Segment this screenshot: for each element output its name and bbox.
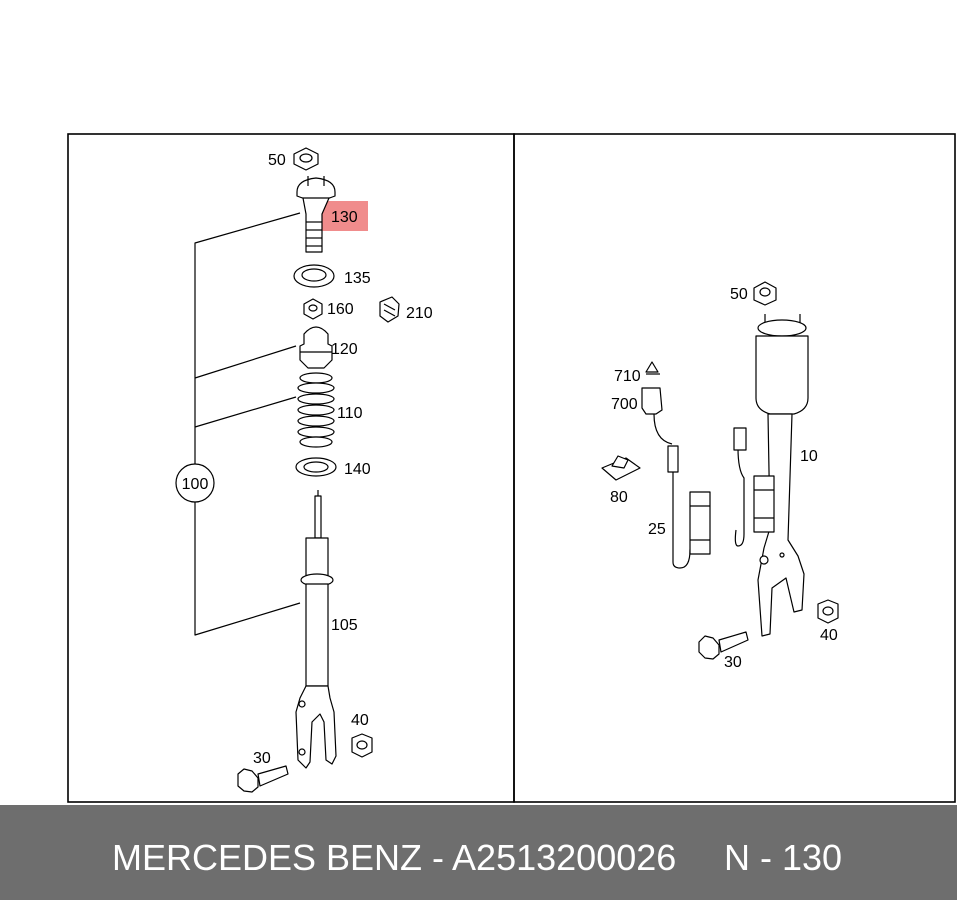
parts-diagram: 50 130 135 160 210 120 110 140 100 105 4… [67,133,956,803]
lower-nut-part[interactable] [351,733,373,758]
assembly-callout-circle [175,463,215,503]
label-110: 110 [337,405,363,422]
label-50: 50 [268,152,286,169]
strut-bearing-part[interactable] [293,264,335,288]
holder-clip-part[interactable] [601,455,641,481]
top-nut-part[interactable] [293,147,319,171]
label-710: 710 [614,368,641,385]
bump-stop-part[interactable] [299,326,333,369]
label-140: 140 [344,461,371,478]
label-105: 105 [331,617,358,634]
label-40: 40 [351,712,369,729]
shock-absorber-part[interactable] [295,490,337,769]
coil-spring-part[interactable] [297,372,335,448]
label-700: 700 [611,396,638,413]
label-right-30: 30 [724,654,742,671]
label-130: 130 [331,209,358,226]
label-135: 135 [344,270,371,287]
label-100: 100 [182,476,209,493]
right-top-nut-part[interactable] [753,281,777,306]
small-nut-part[interactable] [303,298,323,320]
sensor-cable-part[interactable] [653,413,775,569]
lower-bolt-part[interactable] [237,765,289,793]
clip-part[interactable] [379,296,400,323]
label-120: 120 [331,341,358,358]
label-right-40: 40 [820,627,838,644]
left-panel-frame [67,133,515,803]
label-30: 30 [253,750,271,767]
label-80: 80 [610,489,628,506]
brand-part-number: MERCEDES BENZ - A2513200026 [112,837,677,878]
footer-bar: MERCEDES BENZ - A2513200026 N - 130 [0,805,957,900]
spring-seat-part[interactable] [295,457,337,477]
top-mount-part[interactable] [296,176,368,253]
label-160: 160 [327,301,354,318]
diagram-position-ref: N - 130 [724,837,843,878]
right-lower-nut-part[interactable] [817,599,839,624]
assembly-bracket [194,212,301,636]
label-210: 210 [406,305,433,322]
air-strut-part[interactable] [755,314,809,637]
label-25: 25 [648,521,666,538]
right-lower-bolt-part[interactable] [698,631,749,660]
label-10: 10 [800,448,818,465]
connector-housing-part[interactable] [641,387,663,415]
cap-part[interactable] [645,361,660,375]
label-right-50: 50 [730,286,748,303]
right-panel-frame [513,133,956,803]
highlight-marker [322,201,368,231]
